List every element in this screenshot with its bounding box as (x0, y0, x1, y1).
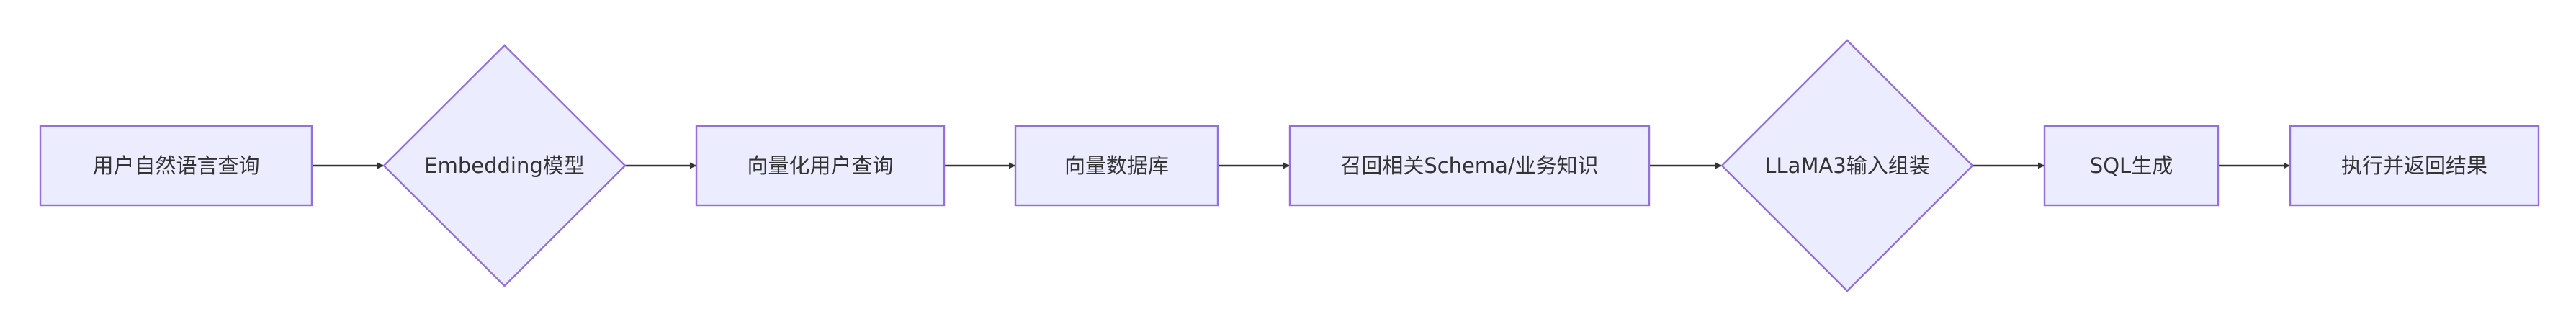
node-execute-return-box (2289, 125, 2540, 207)
node-recall-schema-label: 召回相关Schema/业务知识 (1340, 153, 1598, 178)
node-vector-db-box (1014, 125, 1219, 207)
node-sql-generation: SQL生成 (2043, 125, 2220, 207)
node-execute-return-label: 执行并返回结果 (2341, 153, 2487, 178)
node-embedding-model-diamond (382, 44, 627, 287)
node-vector-db: 向量数据库 (1014, 125, 1219, 207)
node-llama3-assembly: LLaMA3输入组装 (1720, 39, 1974, 292)
node-embedding-model: Embedding模型 (382, 44, 627, 287)
node-sql-generation-label: SQL生成 (2090, 153, 2173, 178)
node-execute-return: 执行并返回结果 (2289, 125, 2540, 207)
node-vector-db-label: 向量数据库 (1064, 153, 1169, 178)
node-recall-schema: 召回相关Schema/业务知识 (1288, 125, 1651, 207)
node-sql-generation-box (2043, 125, 2220, 207)
nodes-layer: 用户自然语言查询 Embedding模型 向量化用户查询 向量数据库 召回相关S… (39, 39, 2540, 292)
node-llama3-assembly-diamond (1720, 39, 1974, 292)
node-user-query: 用户自然语言查询 (39, 125, 313, 207)
node-vectorize-query-box (695, 125, 946, 207)
node-llama3-assembly-label: LLaMA3输入组装 (1764, 153, 1929, 178)
node-vectorize-query: 向量化用户查询 (695, 125, 946, 207)
node-user-query-label: 用户自然语言查询 (92, 153, 259, 178)
node-vectorize-query-label: 向量化用户查询 (747, 153, 893, 178)
node-user-query-box (39, 125, 313, 207)
node-recall-schema-box (1288, 125, 1651, 207)
node-embedding-model-label: Embedding模型 (424, 153, 585, 178)
